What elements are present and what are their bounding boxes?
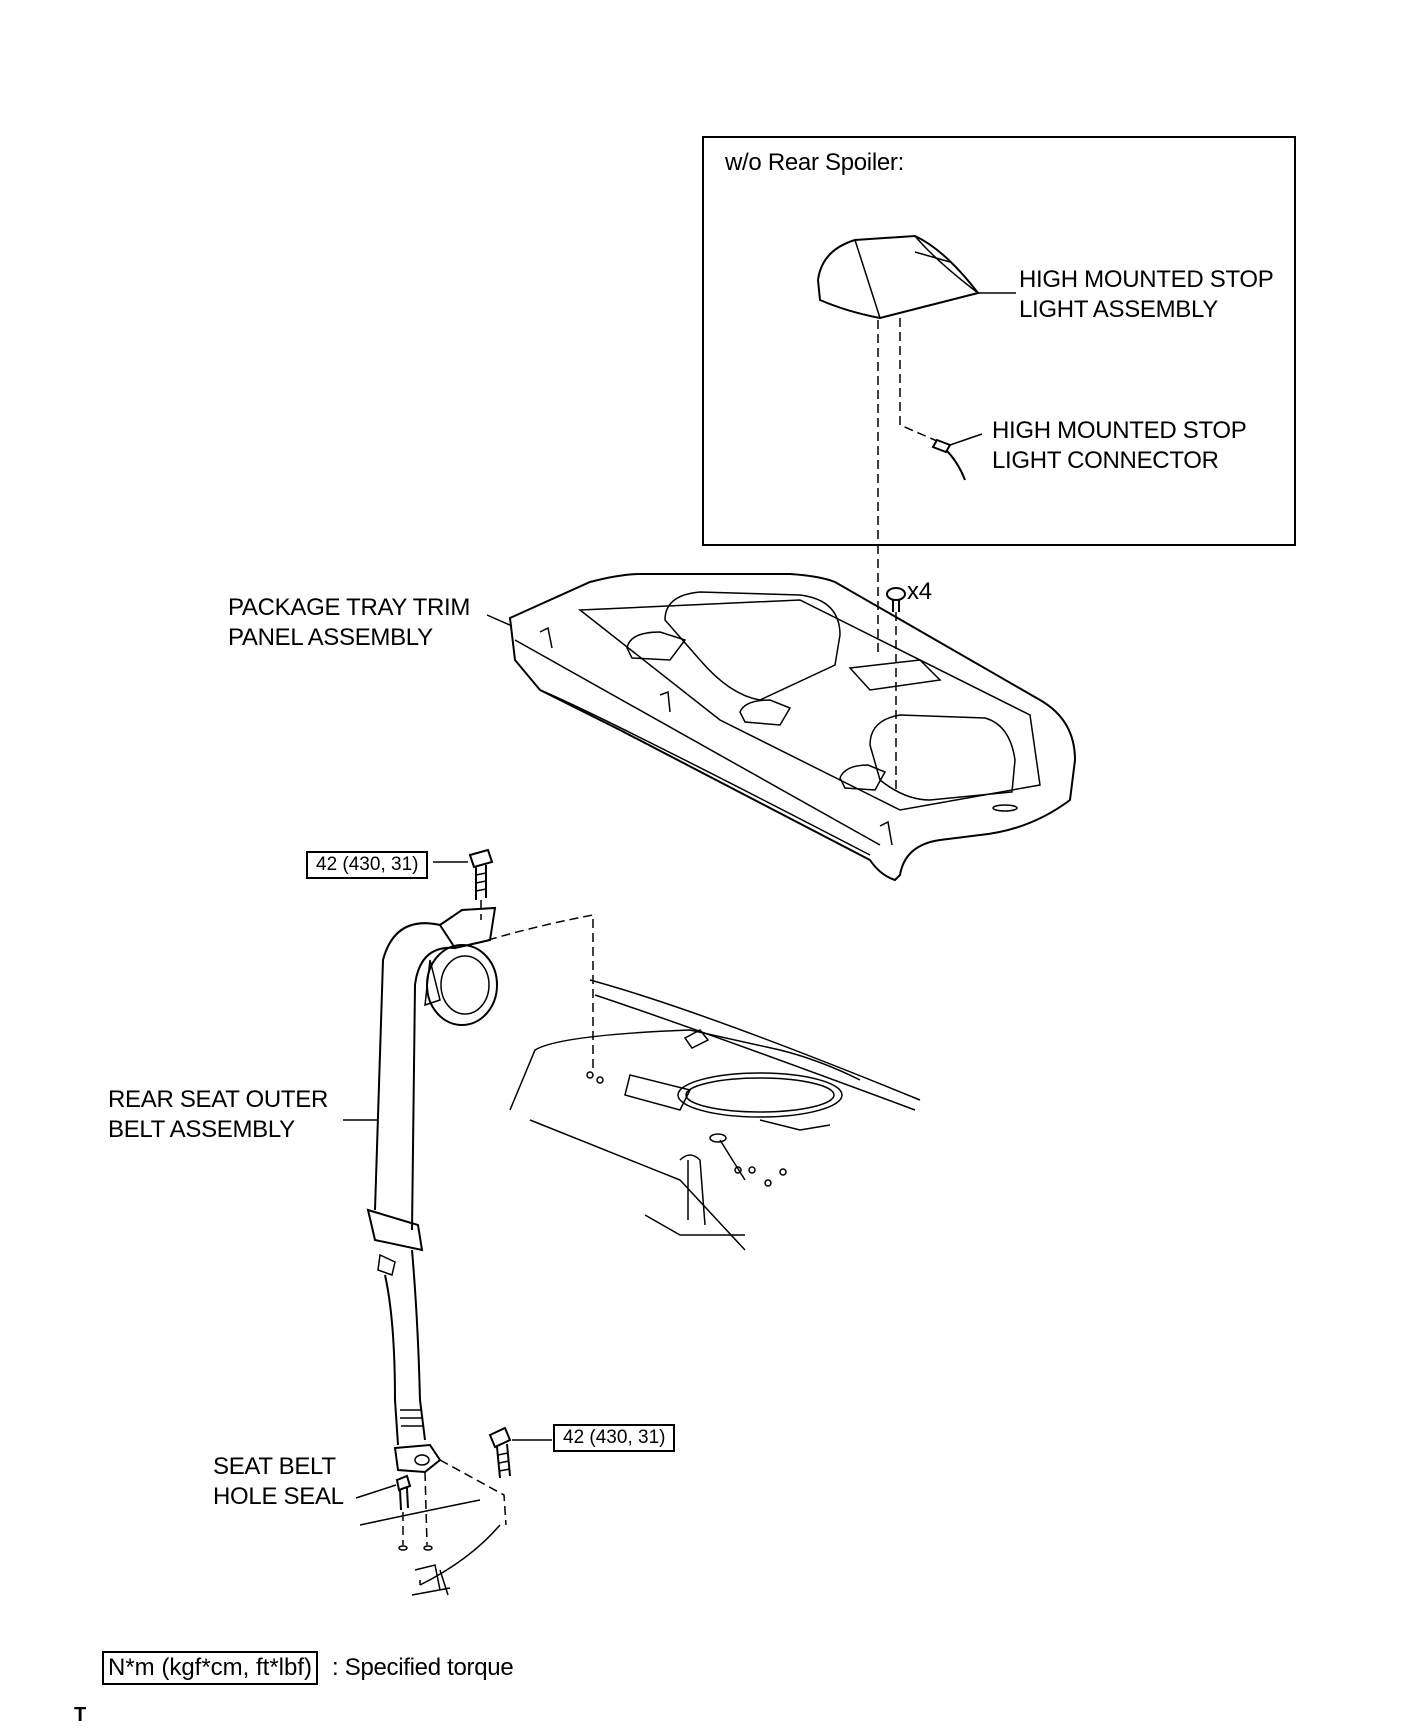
footer-mark: T	[74, 1704, 86, 1726]
rear-seat-belt-label: REAR SEAT OUTER BELT ASSEMBLY	[108, 1085, 328, 1145]
light-to-connector-dash	[899, 318, 938, 442]
stop-light-connector-line1: HIGH MOUNTED STOP	[992, 417, 1247, 444]
rear-seat-belt-line1: REAR SEAT OUTER	[108, 1086, 328, 1113]
torque-unit-legend: N*m (kgf*cm, ft*lbf)	[102, 1651, 319, 1685]
hole-seal-drawing	[395, 1474, 412, 1511]
upper-bolt-torque: 42 (430, 31)	[306, 851, 429, 879]
lower-floor-drawing	[359, 1499, 501, 1596]
clip-drawing	[886, 587, 906, 612]
stop-light-connector-line2: LIGHT CONNECTOR	[992, 447, 1219, 474]
stop-light-drawing	[816, 234, 980, 320]
hole-seal-line2: HOLE SEAL	[213, 1483, 344, 1510]
hole-seal-leader	[355, 1484, 397, 1499]
body-floor-drawing	[509, 979, 921, 1251]
package-tray-drawing	[508, 573, 1077, 882]
lower-bolt-drawing	[488, 1426, 512, 1479]
hole-seal-label: SEAT BELT HOLE SEAL	[213, 1452, 344, 1512]
anchor-dash	[424, 1471, 428, 1546]
package-tray-leader	[486, 614, 513, 627]
stop-light-assembly-line2: LIGHT ASSEMBLY	[1019, 296, 1218, 323]
package-tray-label: PACKAGE TRAY TRIM PANEL ASSEMBLY	[228, 593, 470, 653]
seat-belt-drawing	[366, 906, 498, 1474]
connector-drawing	[931, 438, 966, 481]
package-tray-line1: PACKAGE TRAY TRIM	[228, 594, 471, 621]
package-tray-line2: PANEL ASSEMBLY	[228, 624, 433, 651]
anchor-to-bolt-dash	[439, 1459, 507, 1526]
lower-bolt-torque: 42 (430, 31)	[553, 1424, 676, 1452]
stop-light-connector-label: HIGH MOUNTED STOP LIGHT CONNECTOR	[992, 416, 1247, 476]
hole-seal-line1: SEAT BELT	[213, 1453, 336, 1480]
stop-light-assembly-line1: HIGH MOUNTED STOP	[1019, 266, 1274, 293]
retractor-to-body-dash	[487, 914, 594, 1070]
upper-bolt-drawing	[468, 848, 494, 900]
rear-seat-belt-line2: BELT ASSEMBLY	[108, 1116, 295, 1143]
inset-frame	[702, 136, 1296, 546]
connector-leader	[949, 433, 983, 446]
inset-title: w/o Rear Spoiler:	[725, 149, 904, 176]
clip-quantity: x4	[907, 578, 932, 605]
stop-light-assembly-label: HIGH MOUNTED STOP LIGHT ASSEMBLY	[1019, 265, 1274, 325]
torque-legend-text: : Specified torque	[332, 1654, 514, 1681]
